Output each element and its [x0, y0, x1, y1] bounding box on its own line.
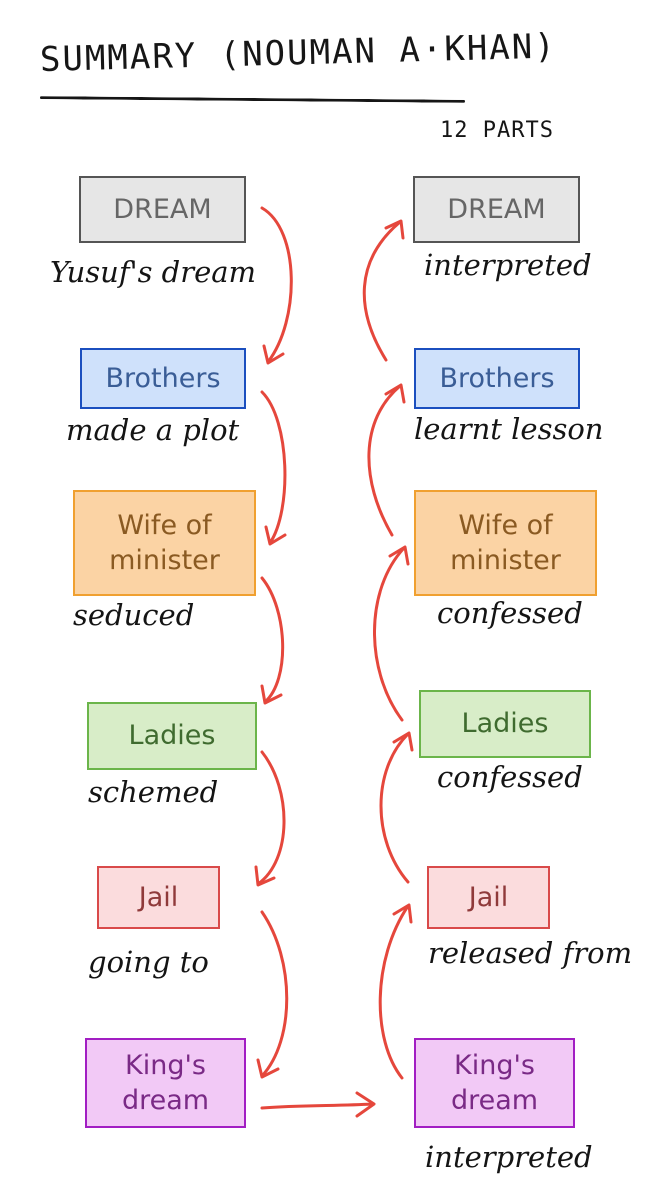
- left-caption-schemed: schemed: [88, 775, 219, 809]
- right-caption-confessed: confessed: [437, 596, 583, 630]
- right-caption-released-from: released from: [428, 936, 633, 970]
- right-box-brothers: Brothers: [414, 348, 580, 409]
- left-box-kings-dream: King's dream: [85, 1038, 246, 1128]
- arrow-right-1-head: [392, 903, 413, 924]
- arrow-right-3: [373, 546, 406, 722]
- arrow-right-4-head: [384, 383, 406, 404]
- left-box-wife-of-minister: Wife of minister: [73, 490, 256, 596]
- left-box-jail: Jail: [97, 866, 220, 929]
- right-box-dream: DREAM: [413, 176, 580, 243]
- arrow-left-4-head: [254, 865, 276, 887]
- arrow-right-4: [367, 384, 402, 537]
- arrow-right-5: [362, 220, 402, 362]
- arrow-cross: [260, 1102, 374, 1110]
- left-caption-going-to: going to: [88, 945, 209, 979]
- right-box-jail: Jail: [427, 866, 550, 929]
- arrow-right-1: [378, 904, 410, 1080]
- arrow-right-2-head: [392, 731, 414, 752]
- right-caption-interpreted-king: interpreted: [425, 1140, 593, 1174]
- left-caption-seduced: seduced: [73, 598, 195, 632]
- left-box-brothers: Brothers: [80, 348, 246, 409]
- left-box-ladies: Ladies: [87, 702, 257, 770]
- arrow-left-1-head: [262, 344, 285, 365]
- arrow-cross-head: [355, 1091, 376, 1118]
- arrow-left-5-head: [256, 1058, 280, 1079]
- left-caption-made-a-plot: made a plot: [66, 413, 240, 447]
- parts-count: 12 PARTS: [440, 118, 554, 143]
- right-box-wife-of-minister: Wife of minister: [414, 490, 597, 596]
- right-caption-interpreted: interpreted: [424, 248, 592, 282]
- arrow-left-3-head: [260, 684, 283, 705]
- arrow-right-3-head: [388, 545, 410, 566]
- right-box-kings-dream: King's dream: [414, 1038, 575, 1128]
- arrow-right-2: [379, 732, 410, 884]
- arrow-left-2: [260, 390, 287, 545]
- arrow-left-4: [256, 750, 286, 886]
- left-caption-yusufs-dream: Yusuf's dream: [50, 255, 257, 289]
- arrow-right-5-head: [384, 219, 405, 240]
- right-box-ladies: Ladies: [419, 690, 591, 758]
- right-caption-confessed-ladies: confessed: [437, 760, 583, 794]
- arrow-left-3: [260, 576, 285, 704]
- right-caption-learnt-lesson: learnt lesson: [414, 412, 604, 446]
- left-box-dream: DREAM: [79, 176, 246, 243]
- arrow-left-5: [260, 910, 289, 1078]
- arrow-left-1: [260, 206, 293, 364]
- arrow-left-2-head: [264, 525, 287, 546]
